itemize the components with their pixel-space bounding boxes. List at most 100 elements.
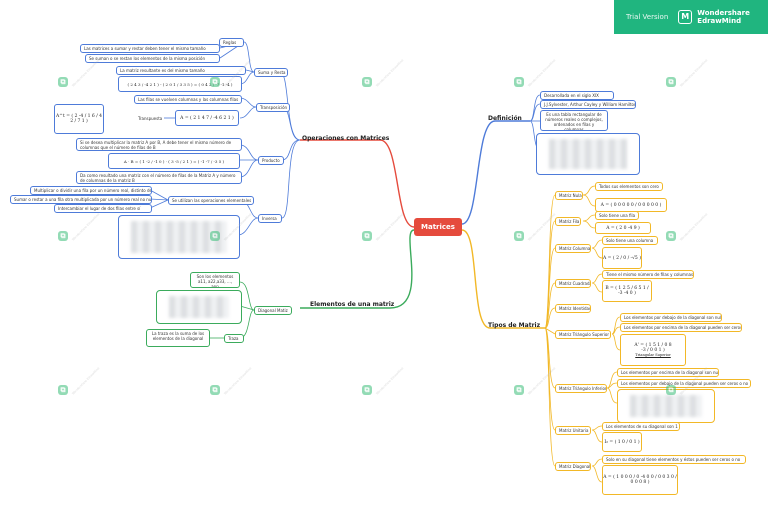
brand-name-line-2: EdrawMind xyxy=(697,17,742,25)
watermark: ⧉Wondershare EdrawMind xyxy=(514,58,556,91)
edrawmind-logo-icon: ⧉ xyxy=(666,385,676,395)
node-ts-1[interactable]: Los elementos por debajo de la diagonal … xyxy=(620,313,722,322)
node-traza[interactable]: Traza xyxy=(224,334,244,343)
root-topic[interactable]: Matrices xyxy=(414,218,462,236)
root-topic-label: Matrices xyxy=(421,223,455,231)
node-diagonal-ejemplo[interactable]: A = ( 1 0 0 0 / 0 -4 0 0 / 0 0 3 0 / 0 0… xyxy=(602,465,678,495)
edrawmind-logo-icon: ⧉ xyxy=(58,77,68,87)
edrawmind-logo-icon: ⧉ xyxy=(514,231,524,241)
branch-elementos[interactable]: Elementos de una matriz xyxy=(310,301,395,308)
trial-version-badge[interactable]: Trial Version M Wondershare EdrawMind xyxy=(614,0,768,34)
edrawmind-logo-icon: ⧉ xyxy=(210,231,220,241)
watermark: ⧉Wondershare EdrawMind xyxy=(362,58,404,91)
node-regla-1[interactable]: Las matrices a sumar y restar deben tene… xyxy=(80,44,220,53)
node-nula-desc[interactable]: Todos sus elementos son cero xyxy=(595,182,663,191)
watermark: ⧉Wondershare EdrawMind xyxy=(210,58,252,91)
node-unitaria-ejemplo[interactable]: I₂ = ( 1 0 / 0 1 ) xyxy=(602,432,642,452)
node-suma-resultado[interactable]: La matriz resultante es del mismo tamaño xyxy=(116,66,246,75)
node-fila-ejemplo[interactable]: A = ( 2 0 -4 9 ) xyxy=(595,222,651,234)
edrawmind-logo-icon: ⧉ xyxy=(210,385,220,395)
node-triangulo-inferior[interactable]: Matriz Triángulo Inferior xyxy=(555,384,607,393)
node-ti-imagen[interactable] xyxy=(617,389,715,423)
watermark: ⧉Wondershare EdrawMind xyxy=(362,366,404,399)
watermark: ⧉Wondershare EdrawMind xyxy=(210,366,252,399)
node-columna-desc[interactable]: Solo tiene una columna xyxy=(602,236,658,245)
node-traza-desc[interactable]: La traza es la suma de los elementos de … xyxy=(146,329,210,347)
branch-operaciones[interactable]: Operaciones con Matrices xyxy=(302,135,390,142)
watermark: ⧉Wondershare EdrawMind xyxy=(210,212,252,245)
watermark: ⧉Wondershare EdrawMind xyxy=(666,212,708,245)
watermark: ⧉Wondershare EdrawMind xyxy=(666,58,708,91)
node-diagonal-imagen[interactable] xyxy=(156,290,242,324)
node-cuadrada-ejemplo[interactable]: B = ( 1 2 5 / 6 5 1 / -3 -4 0 ) xyxy=(602,280,652,302)
node-inversa-op-1[interactable]: Multiplicar o dividir una fila por un nú… xyxy=(30,186,152,195)
ts-caption: Triangular Superior xyxy=(635,353,671,357)
node-producto[interactable]: Producto xyxy=(258,156,284,165)
edrawmind-logo-icon: ⧉ xyxy=(514,385,524,395)
node-matriz-identidad[interactable]: Matriz Identidad xyxy=(555,304,591,313)
node-unitaria-desc[interactable]: Los elementos de su diagonal son 1 xyxy=(602,422,680,431)
node-ti-1[interactable]: Los elementos por encima de la diagonal … xyxy=(617,368,719,377)
node-transposicion-a[interactable]: A = ( 2 1 4 7 / -4 6 2 1 ) xyxy=(175,110,239,126)
node-ts-ejemplo[interactable]: A' = ( 1 5 1 / 0 8 -3 / 0 0 1 ) Triangul… xyxy=(620,334,686,366)
node-nula-ejemplo[interactable]: A = ( 0 0 0 0 0 / 0 0 0 0 0 ) xyxy=(595,198,667,212)
node-matriz-fila[interactable]: Matriz Fila xyxy=(555,217,581,226)
brand-name: Wondershare EdrawMind xyxy=(697,9,750,25)
node-triangulo-superior[interactable]: Matriz Triángulo Superior xyxy=(555,330,611,339)
edrawmind-logo-icon: ⧉ xyxy=(362,77,372,87)
node-columna-ejemplo[interactable]: A = ( 2 / 0 / -√5 ) xyxy=(602,247,642,269)
watermark: ⧉Wondershare EdrawMind xyxy=(666,366,708,399)
node-producto-resultado[interactable]: Da como resultado una matriz con el núme… xyxy=(76,171,242,184)
node-transposicion[interactable]: Transposición xyxy=(256,103,290,112)
watermark: ⧉Wondershare EdrawMind xyxy=(362,212,404,245)
node-inversa-operaciones[interactable]: Se utilizan las operaciones elementales xyxy=(168,196,254,205)
node-diagonal-desc[interactable]: Solo en su diagonal tiene elementos y és… xyxy=(602,455,746,464)
edrawmind-logo-icon: ⧉ xyxy=(362,385,372,395)
brand-name-line-1: Wondershare xyxy=(697,9,750,17)
node-inversa[interactable]: Inversa xyxy=(258,214,282,223)
node-inversa-op-2[interactable]: Sumar o restar a una fila otra multiplic… xyxy=(10,195,152,204)
node-matriz-unitaria[interactable]: Matriz Unitaria xyxy=(555,426,591,435)
node-cuadrada-desc[interactable]: Tiene el mismo número de filas y columna… xyxy=(602,270,694,279)
edrawmind-logo-icon: ⧉ xyxy=(58,385,68,395)
node-reglas[interactable]: Reglas xyxy=(219,38,244,47)
edrawmind-logo-icon: M xyxy=(678,10,693,24)
node-def-1[interactable]: Desarrollada en el siglo XIX xyxy=(540,91,614,100)
node-diagonal-matiz[interactable]: Diagonal Matiz xyxy=(254,306,292,315)
node-producto-ejemplo[interactable]: A · B = ( 1 -2 / -1 0 ) · ( 3 -5 / 2 1 )… xyxy=(108,153,240,169)
watermark: ⧉Wondershare EdrawMind xyxy=(58,366,100,399)
edrawmind-logo-icon: ⧉ xyxy=(666,231,676,241)
node-def-imagen[interactable] xyxy=(536,133,640,175)
branch-tipos[interactable]: Tipos de Matriz xyxy=(488,322,541,329)
node-ti-2[interactable]: Los elementos por debajo de la diagonal … xyxy=(617,379,751,388)
branch-definicion[interactable]: Definición xyxy=(488,115,522,122)
node-matriz-cuadrada[interactable]: Matriz Cuadrada xyxy=(555,279,591,288)
node-transpuesta-matriz[interactable]: A^t = ( 2 -4 / 1 6 / 4 2 / 7 1 ) xyxy=(54,104,104,134)
node-matriz-diagonal[interactable]: Matriz Diagonal xyxy=(555,462,591,471)
node-fila-desc[interactable]: Solo tiene una fila xyxy=(595,211,639,220)
node-diagonal-elementos[interactable]: Son los elementos a11, a22,a33, ..., ann xyxy=(190,272,240,288)
edrawmind-logo-icon: ⧉ xyxy=(210,77,220,87)
node-suma-resta[interactable]: Suma y Resta xyxy=(254,68,288,77)
trial-version-label: Trial Version xyxy=(626,13,669,21)
label-transpuesta: Transpuesta xyxy=(134,114,164,123)
node-def-3[interactable]: Es una tabla rectangular de números real… xyxy=(540,110,608,131)
node-regla-2[interactable]: Se suman o se restan los elementos de la… xyxy=(85,54,220,63)
edrawmind-logo-icon: ⧉ xyxy=(362,231,372,241)
node-def-2[interactable]: J.J.Sylvester, Arthur Cayley y William H… xyxy=(540,100,636,109)
watermark: ⧉Wondershare EdrawMind xyxy=(514,366,556,399)
watermark: ⧉Wondershare EdrawMind xyxy=(58,212,100,245)
edrawmind-logo-icon: ⧉ xyxy=(666,77,676,87)
edrawmind-logo-icon: ⧉ xyxy=(58,231,68,241)
node-matriz-nula[interactable]: Matriz Nula xyxy=(555,191,583,200)
node-ts-2[interactable]: Los elementos por encima de la diagonal … xyxy=(620,323,742,332)
node-inversa-op-3[interactable]: Intercambiar el lugar de dos filas entre… xyxy=(54,204,152,213)
ts-matriz: A' = ( 1 5 1 / 0 8 -3 / 0 0 1 ) xyxy=(634,343,672,353)
node-matriz-columna[interactable]: Matriz Columna xyxy=(555,244,591,253)
node-transposicion-desc[interactable]: Las filas se vuelven columnas y las colu… xyxy=(134,95,242,104)
watermark: ⧉Wondershare EdrawMind xyxy=(58,58,100,91)
watermark: ⧉Wondershare EdrawMind xyxy=(514,212,556,245)
node-producto-condicion[interactable]: Si se desea multiplicar la matriz A por … xyxy=(76,138,242,151)
